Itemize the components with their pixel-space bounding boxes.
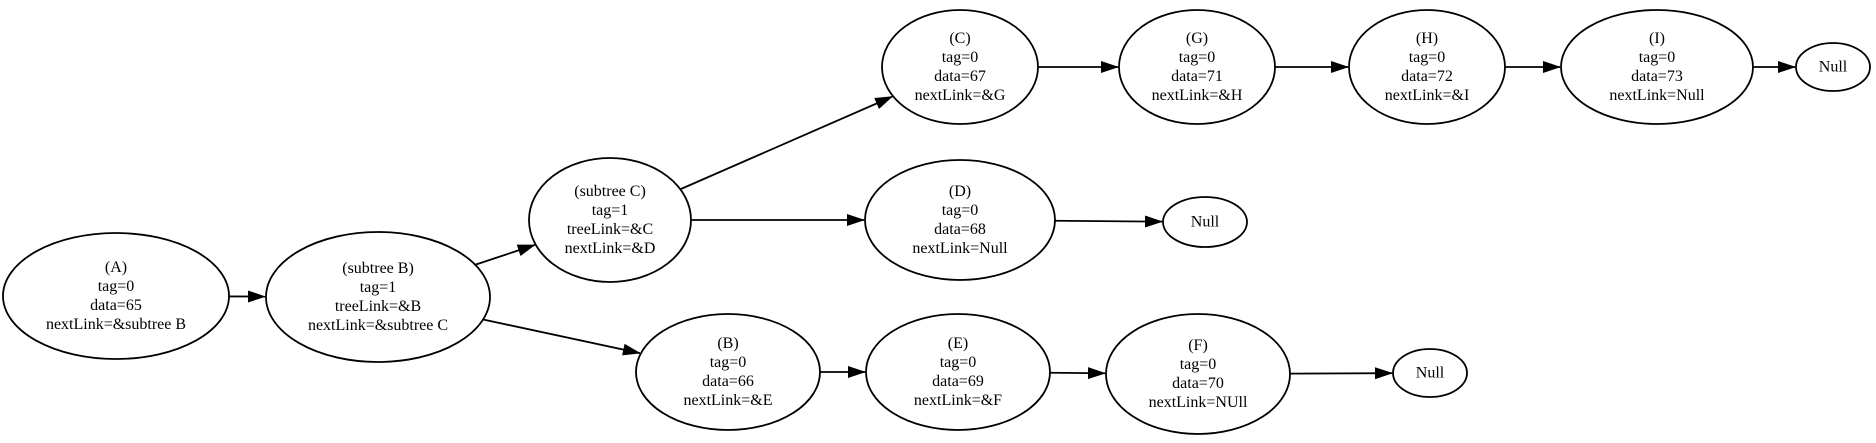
node-H-label-line-3: nextLink=&I xyxy=(1385,87,1470,104)
node-NullBottom-ellipse xyxy=(1392,348,1468,398)
node-B: (B) tag=0 data=66 nextLink=&E xyxy=(635,313,821,431)
node-E-label-line-1: tag=0 xyxy=(940,354,977,371)
node-C: (C) tag=0 data=67 nextLink=&G xyxy=(881,9,1039,125)
node-A: (A) tag=0 data=65 nextLink=&subtree B xyxy=(2,232,230,360)
node-NullMid: Null xyxy=(1162,196,1248,248)
node-A-label-line-0: (A) xyxy=(105,259,127,276)
node-subtreeC-label-line-2: treeLink=&C xyxy=(567,221,653,238)
node-NullBottom: Null xyxy=(1392,348,1468,398)
node-D-label-line-0: (D) xyxy=(949,183,971,200)
node-B-label-line-1: tag=0 xyxy=(710,354,747,371)
node-F-label-line-2: data=70 xyxy=(1172,375,1224,392)
node-I: (I) tag=0 data=73 nextLink=Null xyxy=(1560,9,1754,125)
node-F: (F) tag=0 data=70 nextLink=NUll xyxy=(1105,313,1291,435)
node-G-label-line-0: (G) xyxy=(1186,30,1208,47)
node-H: (H) tag=0 data=72 nextLink=&I xyxy=(1348,9,1506,125)
node-E-label-line-3: nextLink=&F xyxy=(914,392,1002,409)
node-B-label-line-2: data=66 xyxy=(702,373,754,390)
node-I-ellipse xyxy=(1560,9,1754,125)
node-H-ellipse xyxy=(1348,9,1506,125)
node-subtreeC-label-line-1: tag=1 xyxy=(592,202,629,219)
node-I-label-line-0: (I) xyxy=(1649,30,1665,47)
node-D-label-line-3: nextLink=Null xyxy=(912,240,1008,257)
node-C-label-line-1: tag=0 xyxy=(942,49,979,66)
node-C-ellipse xyxy=(881,9,1039,125)
node-B-ellipse xyxy=(635,313,821,431)
edge-D-to-NullMid xyxy=(1054,215,1164,228)
node-subtreeC-ellipse xyxy=(528,157,692,283)
node-NullMid-ellipse xyxy=(1162,196,1248,248)
node-G: (G) tag=0 data=71 nextLink=&H xyxy=(1118,9,1276,125)
node-subtreeB: (subtree B) tag=1 treeLink=&B nextLink=&sub… xyxy=(265,231,491,363)
node-NullTop: Null xyxy=(1795,42,1871,92)
node-F-label-line-0: (F) xyxy=(1188,337,1208,354)
node-H-label-line-0: (H) xyxy=(1416,30,1438,47)
node-subtreeC-label-line-0: (subtree C) xyxy=(574,183,646,200)
node-NullBottom-label-line-0: Null xyxy=(1416,365,1445,382)
node-NullTop-ellipse xyxy=(1795,42,1871,92)
node-E: (E) tag=0 data=69 nextLink=&F xyxy=(865,313,1051,431)
node-F-label-line-3: nextLink=NUll xyxy=(1149,394,1248,411)
node-A-label-line-1: tag=0 xyxy=(98,278,135,295)
node-D-ellipse xyxy=(864,159,1056,281)
node-I-label-line-3: nextLink=Null xyxy=(1609,87,1705,104)
node-C-label-line-0: (C) xyxy=(949,30,970,47)
edge-subtreeB-to-subtreeC xyxy=(474,244,536,266)
node-H-label-line-1: tag=0 xyxy=(1409,49,1446,66)
node-E-ellipse xyxy=(865,313,1051,431)
node-G-ellipse xyxy=(1118,9,1276,125)
node-D-label-line-2: data=68 xyxy=(934,221,986,238)
node-G-label-line-3: nextLink=&H xyxy=(1152,87,1243,104)
node-C-label-line-3: nextLink=&G xyxy=(915,87,1006,104)
node-B-label-line-0: (B) xyxy=(717,335,738,352)
node-G-label-line-1: tag=0 xyxy=(1179,49,1216,66)
node-subtreeB-label-line-2: treeLink=&B xyxy=(335,298,421,315)
node-H-label-line-2: data=72 xyxy=(1401,68,1453,85)
edge-subtreeC-to-C xyxy=(679,95,894,191)
node-B-label-line-3: nextLink=&E xyxy=(683,392,772,409)
node-subtreeB-ellipse xyxy=(265,231,491,363)
node-D-label-line-1: tag=0 xyxy=(942,202,979,219)
node-subtreeC-label-line-3: nextLink=&D xyxy=(565,240,656,257)
node-F-label-line-1: tag=0 xyxy=(1180,356,1217,373)
node-C-label-line-2: data=67 xyxy=(934,68,986,85)
node-F-ellipse xyxy=(1105,313,1291,435)
node-subtreeC: (subtree C) tag=1 treeLink=&C nextLink=&D xyxy=(528,157,692,283)
node-subtreeB-label-line-0: (subtree B) xyxy=(342,260,414,277)
node-NullTop-label-line-0: Null xyxy=(1819,59,1848,76)
node-G-label-line-2: data=71 xyxy=(1171,68,1223,85)
node-D: (D) tag=0 data=68 nextLink=Null xyxy=(864,159,1056,281)
node-A-label-line-2: data=65 xyxy=(90,297,142,314)
node-I-label-line-2: data=73 xyxy=(1631,68,1683,85)
edge-subtreeB-to-B xyxy=(482,318,641,356)
node-subtreeB-label-line-3: nextLink=&subtree C xyxy=(308,317,448,334)
node-I-label-line-1: tag=0 xyxy=(1639,49,1676,66)
node-NullMid-label-line-0: Null xyxy=(1191,214,1220,231)
node-E-label-line-2: data=69 xyxy=(932,373,984,390)
node-A-ellipse xyxy=(2,232,230,360)
node-E-label-line-0: (E) xyxy=(948,335,968,352)
node-A-label-line-3: nextLink=&subtree B xyxy=(46,316,186,333)
node-subtreeB-label-line-1: tag=1 xyxy=(360,279,397,296)
